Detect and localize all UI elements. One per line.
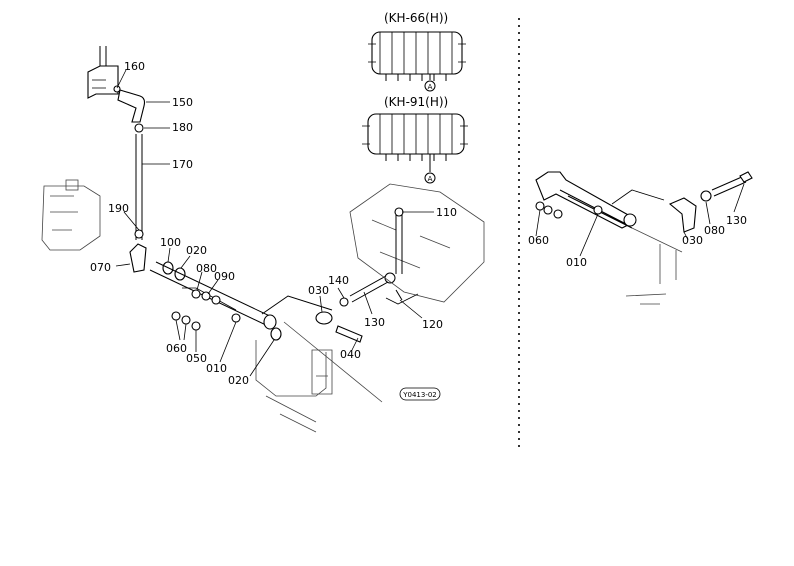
alt-turnbuckle-130 [711, 171, 753, 197]
callout-130-main: 130 [364, 316, 385, 329]
shaft-010 [149, 261, 277, 330]
callout-140: 140 [328, 274, 349, 287]
variant-label-kh91: (KH-91(H)) [384, 95, 448, 109]
link-rod-030 [261, 295, 333, 325]
callout-030-main: 030 [308, 284, 329, 297]
callout-150: 150 [172, 96, 193, 109]
alt-washers-060 [535, 201, 603, 219]
callout-050: 050 [186, 352, 207, 365]
alt-nut-080 [700, 190, 712, 202]
washers-060-050 [171, 311, 241, 331]
callout-170: 170 [172, 158, 193, 171]
collar-020-lower [270, 327, 282, 341]
control-valve-kh66 [368, 31, 466, 81]
ref-marker-a-top: A [424, 80, 436, 92]
control-valve-kh91 [362, 113, 468, 172]
alt-hitch-bracket [625, 227, 683, 305]
ref-marker-a-bottom-text: A [428, 175, 433, 183]
valve-housing-center [349, 183, 485, 305]
ref-marker-a-bottom: A [424, 172, 436, 184]
alt-shaft-010 [535, 171, 665, 229]
fittings-080-090 [191, 289, 221, 305]
joint-180 [134, 123, 144, 133]
callout-190: 190 [108, 202, 129, 215]
transmission-housing-left [41, 179, 101, 251]
callout-080: 080 [196, 262, 217, 275]
callout-060-main: 060 [166, 342, 187, 355]
callout-040: 040 [340, 348, 361, 361]
callout-120: 120 [422, 318, 443, 331]
alt-arm-030 [668, 197, 697, 233]
callout-130-alt: 130 [726, 214, 747, 227]
callout-030-alt: 030 [682, 234, 703, 247]
callout-010-main: 010 [206, 362, 227, 375]
drawing-code-stamp: Y0413-02 [399, 387, 441, 401]
callout-060-alt: 060 [528, 234, 549, 247]
collar-020-upper [174, 267, 186, 281]
lever-arm-150 [117, 89, 146, 123]
drawing-code-text: Y0413-02 [402, 391, 437, 399]
callout-020-lower: 020 [228, 374, 249, 387]
nut-140 [339, 297, 349, 307]
arm-070 [129, 243, 147, 273]
leader-lines [115, 69, 745, 377]
callout-070: 070 [90, 261, 111, 274]
variant-label-kh66: (KH-66(H)) [384, 11, 448, 25]
bolt-040 [335, 325, 363, 343]
rod-170 [135, 134, 143, 240]
callout-090: 090 [214, 270, 235, 283]
callout-180: 180 [172, 121, 193, 134]
turnbuckle-130 [349, 272, 396, 303]
hitch-bracket [255, 321, 383, 433]
callout-080-alt: 080 [704, 224, 725, 237]
callout-160: 160 [124, 60, 145, 73]
callout-010-alt: 010 [566, 256, 587, 269]
callout-100: 100 [160, 236, 181, 249]
callout-020-upper: 020 [186, 244, 207, 257]
link-190 [134, 229, 144, 239]
lever-bracket-160 [87, 46, 121, 99]
ref-marker-a-top-text: A [428, 83, 433, 91]
callout-110: 110 [436, 206, 457, 219]
